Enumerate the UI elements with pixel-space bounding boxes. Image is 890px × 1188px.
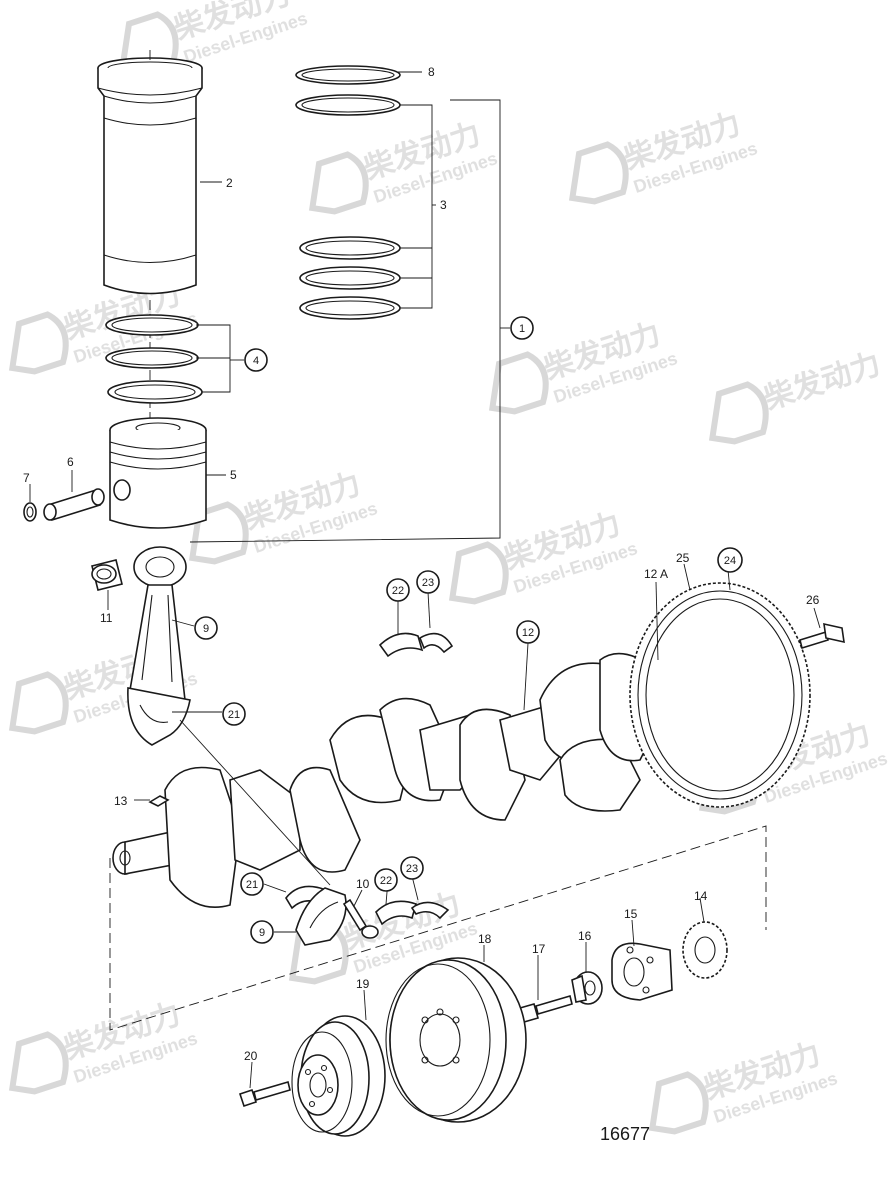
piston: [109, 417, 207, 529]
flywheel-bolt: [799, 622, 845, 650]
callouts: 8 2 3 1 4 5 6 7 11 9 21 22 23 12 12 A 25…: [23, 65, 820, 1063]
flywheel-ring-gear: [629, 582, 811, 808]
callout-25: 25: [676, 551, 690, 565]
callout-22a-circle: [386, 578, 410, 602]
drawing-number: 16677: [600, 1124, 650, 1144]
callout-10: 10: [356, 877, 370, 891]
callout-23a: 23: [422, 577, 434, 589]
callout-12a: 12 A: [644, 567, 668, 581]
callout-9a: 9: [203, 623, 209, 635]
callout-12-circle: [516, 620, 540, 644]
callout-5: 5: [230, 468, 237, 482]
callout-9b: 9: [259, 927, 265, 939]
crankshaft-gear: [682, 921, 728, 979]
callout-13: 13: [114, 794, 128, 808]
leader-lines: [29, 71, 821, 1089]
watermark-13: 柴发动力 Diesel-Engines: [648, 1038, 840, 1135]
callout-23b-circle: [400, 856, 424, 880]
callout-11: 11: [100, 611, 113, 625]
watermark-6: 柴发动力 Diesel-Engines: [188, 468, 380, 565]
watermark-8: 柴发动力: [708, 348, 885, 445]
pulley-hub: [611, 942, 673, 1001]
callout-22b-circle: [374, 868, 398, 892]
callout-20: 20: [244, 1049, 258, 1063]
callout-24: 24: [724, 555, 736, 567]
callout-19: 19: [356, 977, 370, 991]
callout-22b: 22: [380, 875, 392, 887]
pulley-bolt: [238, 1080, 291, 1108]
callout-7: 7: [23, 471, 30, 485]
callout-9a-circle: [194, 616, 218, 640]
callout-12: 12: [522, 627, 534, 639]
piston-pin-bushing: [91, 559, 123, 591]
callout-8: 8: [428, 65, 435, 79]
callout-18: 18: [478, 932, 492, 946]
compression-rings: [295, 65, 401, 320]
main-bearing-shells-top: [378, 632, 454, 658]
svg-text:柴发动力: 柴发动力: [760, 348, 884, 416]
callout-15: 15: [624, 907, 638, 921]
callout-2: 2: [226, 176, 233, 190]
bearing-shells-bottom: [285, 885, 450, 926]
callout-6: 6: [67, 455, 74, 469]
callout-1-circle: [510, 316, 534, 340]
callout-4-circle: [244, 348, 268, 372]
piston-rings: [105, 314, 203, 404]
damper-bolt: [519, 994, 573, 1023]
callout-21b: 21: [246, 879, 258, 891]
callout-9b-circle: [250, 920, 274, 944]
connecting-rod-cap: [295, 887, 347, 946]
callout-23b: 23: [406, 863, 418, 875]
callout-17: 17: [532, 942, 546, 956]
callout-23a-circle: [416, 570, 440, 594]
watermark-3: 柴发动力 Diesel-Engines: [568, 108, 760, 205]
crankshaft-pulley: [291, 1015, 386, 1137]
callout-21b-circle: [240, 872, 264, 896]
callout-22a: 22: [392, 585, 404, 597]
watermark-2: 柴发动力 Diesel-Engines: [308, 118, 500, 215]
callout-14: 14: [694, 889, 708, 903]
washer: [571, 971, 603, 1005]
crankshaft-key: [148, 795, 170, 807]
piston-pin: [43, 488, 105, 522]
callout-4: 4: [253, 355, 259, 367]
connecting-rod-bolt: [342, 898, 379, 939]
callout-21a-circle: [222, 702, 246, 726]
vibration-damper: [385, 957, 527, 1123]
callout-24-circle: [717, 547, 743, 573]
connecting-rod: [127, 546, 191, 746]
callout-26: 26: [806, 593, 820, 607]
callout-21a: 21: [228, 709, 240, 721]
callout-1: 1: [519, 323, 525, 335]
assembly-brackets: [109, 99, 767, 1031]
circlip: [23, 502, 37, 522]
callout-16: 16: [578, 929, 592, 943]
watermark-12: 柴发动力 Diesel-Engines: [8, 998, 200, 1095]
callout-3: 3: [440, 198, 447, 212]
watermark-7: 柴发动力 Diesel-Engines: [448, 508, 640, 605]
cylinder-liner: [97, 50, 203, 295]
